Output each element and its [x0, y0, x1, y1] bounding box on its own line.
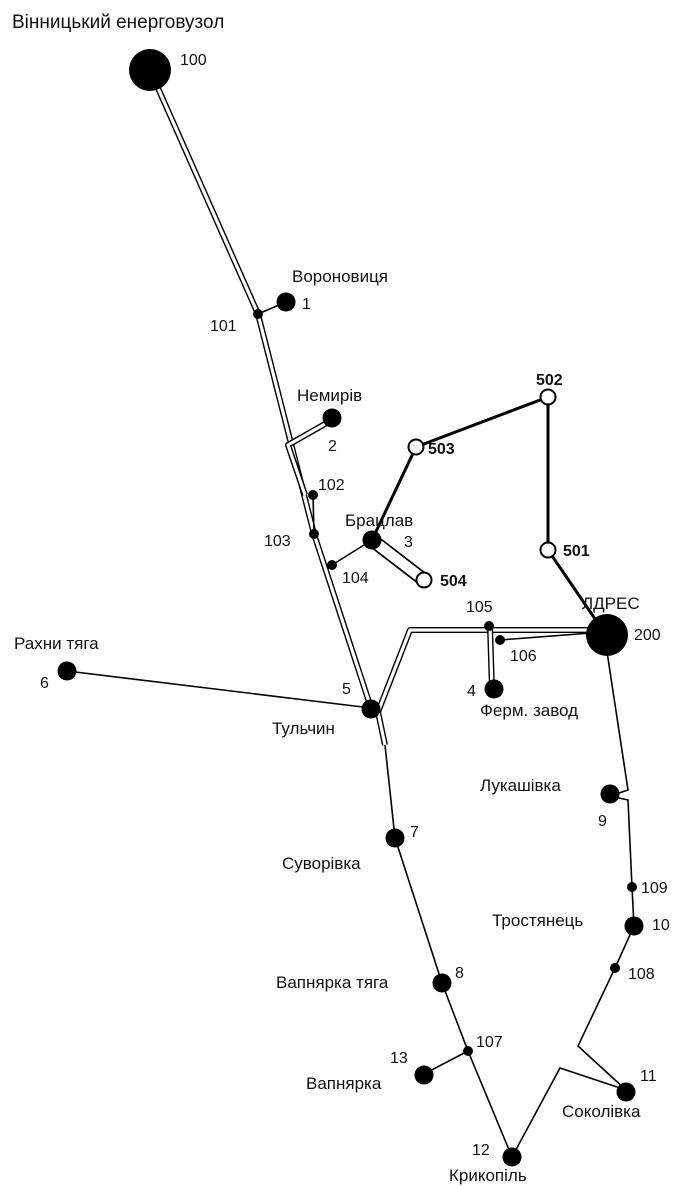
num-502: 502: [536, 372, 563, 389]
node-503[interactable]: [407, 438, 425, 456]
title-label: Вінницький енерговузол: [12, 12, 224, 33]
num-108: 108: [628, 966, 655, 983]
node-2[interactable]: [322, 408, 342, 428]
num-103: 103: [264, 533, 291, 550]
line-10-11: [577, 925, 635, 1091]
num-1: 1: [302, 296, 311, 313]
name-7: Суворівка: [282, 854, 361, 873]
name-13: Вапнярка: [306, 1074, 382, 1093]
num-504: 504: [440, 573, 467, 590]
num-3: 3: [404, 534, 413, 551]
num-200: 200: [634, 627, 661, 644]
line-7-8: [394, 837, 443, 984]
name-200: ЛДРЕС: [582, 594, 640, 613]
line-200-9: [603, 631, 629, 797]
node-200[interactable]: [586, 614, 628, 656]
num-100: 100: [180, 52, 207, 69]
nodes: [57, 49, 644, 1167]
node-6[interactable]: [57, 661, 77, 681]
node-13[interactable]: [414, 1065, 434, 1085]
node-109[interactable]: [627, 882, 637, 892]
node-5[interactable]: [361, 699, 381, 719]
node-106[interactable]: [495, 635, 505, 645]
line-5-7: [384, 744, 396, 839]
name-11: Соколівка: [562, 1102, 641, 1121]
node-502[interactable]: [539, 388, 557, 406]
node-3[interactable]: [362, 530, 382, 550]
name-5: Тульчин: [272, 719, 335, 738]
name-1: Вороновиця: [292, 267, 388, 286]
name-10: Тростянець: [492, 911, 583, 930]
num-8: 8: [455, 965, 464, 982]
num-4: 4: [467, 683, 476, 700]
name-4: Ферм. завод: [480, 701, 578, 720]
line-6-5: [66, 670, 372, 709]
node-12[interactable]: [502, 1147, 522, 1167]
name-8: Вапнярка тяга: [276, 973, 389, 992]
node-101[interactable]: [253, 309, 263, 319]
node-102[interactable]: [308, 490, 318, 500]
double-lines: [147, 68, 607, 746]
name-12: Крикопіль: [449, 1166, 527, 1185]
node-108[interactable]: [610, 963, 620, 973]
name-2: Немирів: [297, 386, 362, 405]
node-9[interactable]: [600, 784, 620, 804]
name-3: Брацлав: [345, 511, 413, 530]
num-102: 102: [318, 477, 345, 494]
node-7[interactable]: [385, 828, 405, 848]
num-13: 13: [390, 1050, 408, 1067]
num-2: 2: [328, 438, 337, 455]
line-8-12: [441, 982, 513, 1158]
node-504[interactable]: [415, 571, 433, 589]
num-12: 12: [472, 1142, 490, 1159]
name-6: Рахни тяга: [14, 634, 99, 653]
line-11-12: [511, 1067, 627, 1158]
num-107: 107: [476, 1034, 503, 1051]
num-101: 101: [210, 318, 237, 335]
num-109: 109: [641, 880, 668, 897]
num-5: 5: [342, 681, 351, 698]
line-503-3: [370, 446, 418, 541]
num-11: 11: [640, 1068, 657, 1085]
node-107[interactable]: [463, 1046, 473, 1056]
labels: Вінницький енерговузол 100 Вороновиця 1 …: [12, 12, 670, 1185]
line-9-10: [609, 795, 635, 927]
num-105: 105: [466, 599, 493, 616]
line-103-102: [312, 494, 315, 535]
node-501[interactable]: [539, 541, 557, 559]
node-104[interactable]: [327, 560, 337, 570]
node-4[interactable]: [484, 679, 504, 699]
node-11[interactable]: [616, 1082, 636, 1102]
node-100[interactable]: [129, 49, 171, 91]
num-501: 501: [563, 543, 590, 560]
node-105[interactable]: [484, 621, 494, 631]
node-8[interactable]: [432, 973, 452, 993]
node-103[interactable]: [309, 529, 319, 539]
num-6: 6: [40, 675, 49, 692]
name-9: Лукашівка: [480, 776, 561, 795]
num-7: 7: [410, 824, 419, 841]
line-502-503: [415, 395, 549, 449]
num-104: 104: [342, 570, 369, 587]
num-10: 10: [652, 917, 670, 934]
node-10[interactable]: [624, 916, 644, 936]
num-503: 503: [428, 441, 455, 458]
node-1[interactable]: [276, 292, 296, 312]
num-106: 106: [510, 648, 537, 665]
num-9: 9: [598, 813, 607, 830]
